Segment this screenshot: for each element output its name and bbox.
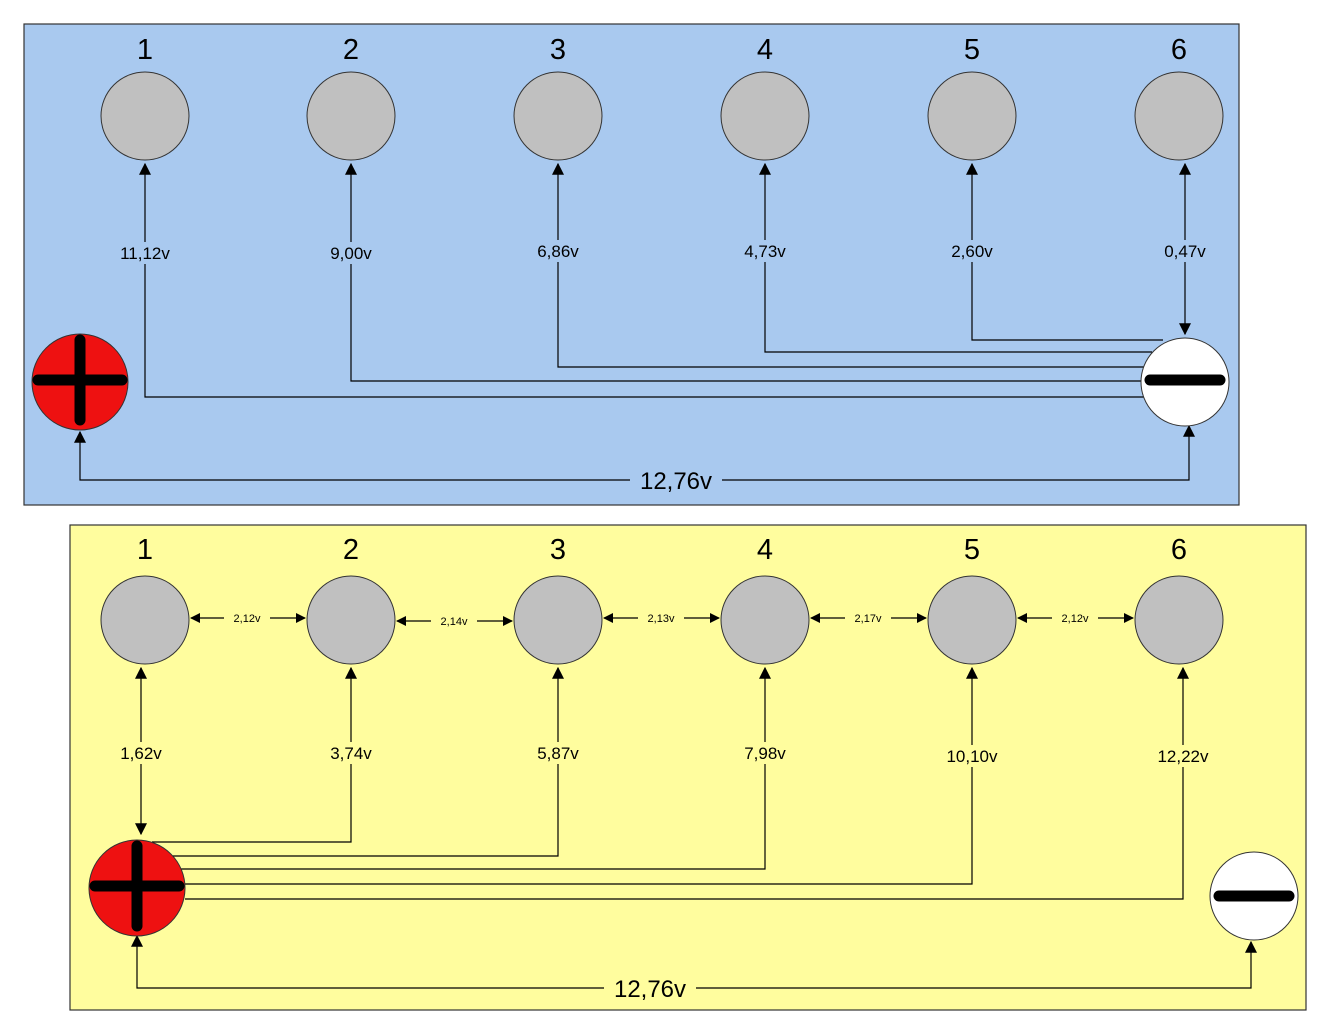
bottom-voltage-cell-5: 10,10v	[946, 747, 998, 766]
bottom-voltage-cell-2: 3,74v	[330, 744, 372, 763]
bottom-wire-cell-5	[184, 666, 978, 885]
bottom-positive-terminal	[88, 839, 186, 937]
top-label-bg-5	[931, 240, 1013, 262]
top-label-bg-1	[100, 242, 190, 264]
top-cell-number-6: 6	[1171, 34, 1187, 66]
top-cell-2	[306, 71, 396, 161]
top-wire-cell-3	[552, 162, 1146, 368]
bottom-between-label-bg-5	[1052, 609, 1098, 626]
bottom-cell-6	[1134, 575, 1224, 665]
bottom-wire-cell-3	[170, 666, 564, 857]
top-cell-number-2: 2	[343, 34, 359, 66]
bottom-label-bg-6	[1135, 745, 1231, 767]
top-label-bg-6	[1144, 240, 1226, 262]
top-voltage-cell-5: 2,60v	[951, 242, 993, 261]
top-label-bg-3	[517, 240, 599, 262]
bottom-cell-2	[306, 575, 396, 665]
top-cell-3	[513, 71, 603, 161]
plus-icon	[32, 334, 128, 426]
top-voltage-cell-6: 0,47v	[1164, 242, 1206, 261]
bottom-cell-number-5: 5	[964, 534, 980, 566]
bottom-between-label-bg-3	[638, 609, 684, 626]
top-panel: 1 2 3 4 5 6 11,12v 9,00v 6,86v 4,73v 2,6…	[23, 23, 1240, 506]
bottom-panel-background	[69, 524, 1307, 1011]
bottom-cell-number-1: 1	[137, 534, 153, 566]
bottom-cell-number-2: 2	[343, 534, 359, 566]
bottom-label-bg-1	[102, 742, 180, 764]
top-total-label-bg	[630, 466, 722, 494]
bottom-between-label-bg-2	[431, 612, 477, 629]
top-label-bg-4	[724, 240, 806, 262]
bottom-cell-4	[720, 575, 810, 665]
bottom-wire-cell-4	[180, 666, 771, 870]
bottom-panel: 1 2 3 4 5 6 2,12v 2,14v 2,13v 2,17v 2,12…	[69, 524, 1307, 1011]
bottom-between-voltage-2-3: 2,14v	[441, 616, 468, 628]
bottom-between-label-bg-1	[224, 609, 270, 626]
top-voltage-cell-4: 4,73v	[744, 242, 786, 261]
bottom-total-voltage: 12,76v	[614, 976, 686, 1003]
bottom-voltage-cell-3: 5,87v	[537, 744, 579, 763]
top-wire-cell-4	[759, 162, 1152, 353]
top-cell-4	[720, 71, 810, 161]
top-negative-terminal	[1140, 337, 1230, 427]
top-cell-number-3: 3	[550, 34, 566, 66]
bottom-voltage-cell-1: 1,62v	[120, 744, 162, 763]
bottom-negative-terminal	[1209, 851, 1299, 941]
top-cell-number-1: 1	[137, 34, 153, 66]
bottom-wire-cell-2	[152, 666, 357, 843]
bottom-label-bg-2	[310, 742, 392, 764]
top-panel-background	[23, 23, 1240, 506]
bottom-cell-number-3: 3	[550, 534, 566, 566]
top-label-bg-2	[310, 242, 392, 264]
top-cell-1	[100, 71, 190, 161]
top-cell-number-4: 4	[757, 34, 773, 66]
bottom-label-bg-3	[517, 742, 599, 764]
bottom-voltage-cell-4: 7,98v	[744, 744, 786, 763]
bottom-cell-number-6: 6	[1171, 534, 1187, 566]
top-voltage-cell-3: 6,86v	[537, 242, 579, 261]
bottom-between-voltage-1-2: 2,12v	[234, 613, 261, 625]
top-total-voltage: 12,76v	[640, 468, 712, 495]
bottom-between-voltage-5-6: 2,12v	[1062, 613, 1089, 625]
bottom-cell-number-4: 4	[757, 534, 773, 566]
top-cell-number-5: 5	[964, 34, 980, 66]
top-positive-terminal	[31, 333, 129, 431]
bottom-cell-5	[927, 575, 1017, 665]
top-voltage-cell-2: 9,00v	[330, 244, 372, 263]
plus-icon	[89, 840, 185, 932]
top-cell-6	[1134, 71, 1224, 161]
bottom-between-voltage-3-4: 2,13v	[648, 613, 675, 625]
top-cell-5	[927, 71, 1017, 161]
top-voltage-cell-1: 11,12v	[120, 244, 170, 263]
bottom-voltage-cell-6: 12,22v	[1157, 747, 1209, 766]
top-wire-cell-5	[966, 162, 1163, 341]
bottom-between-voltage-4-5: 2,17v	[855, 613, 882, 625]
bottom-label-bg-4	[724, 742, 806, 764]
bottom-cell-3	[513, 575, 603, 665]
bottom-cell-1	[100, 575, 190, 665]
bottom-between-label-bg-4	[845, 609, 891, 626]
bottom-label-bg-5	[924, 745, 1020, 767]
top-wire-cell-2	[345, 162, 1144, 382]
top-wire-cell-1	[139, 162, 1146, 398]
bottom-total-label-bg	[604, 974, 696, 1002]
